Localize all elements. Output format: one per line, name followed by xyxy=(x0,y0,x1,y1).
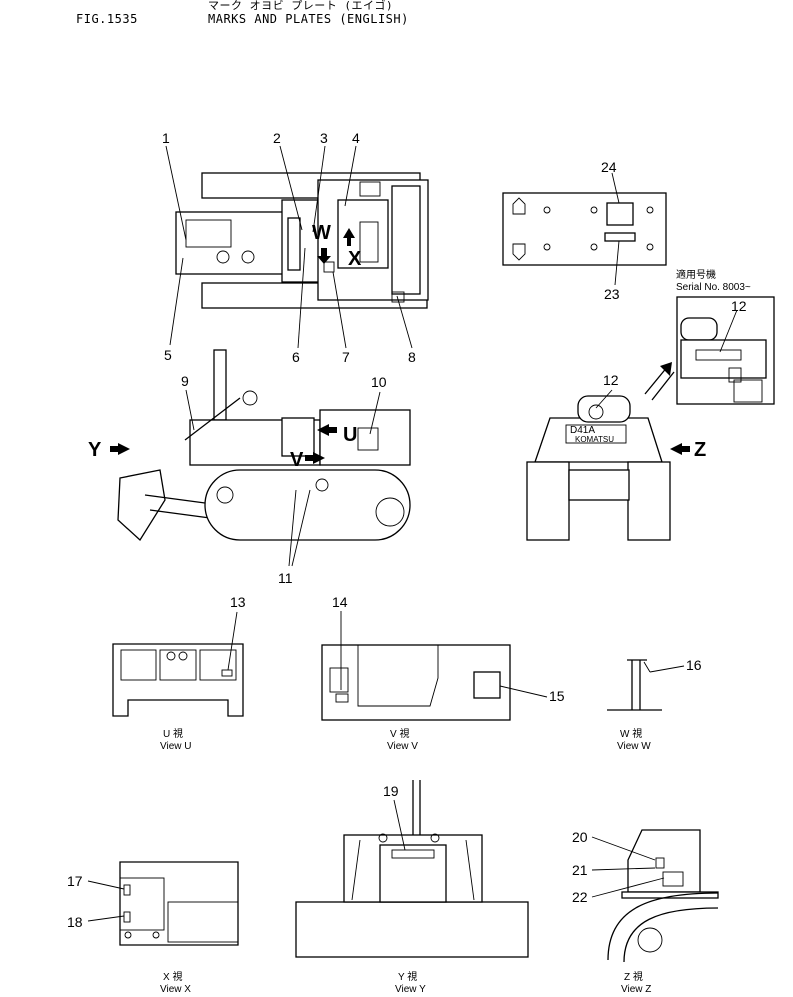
top-view-drawing: W X xyxy=(175,172,429,309)
title-english: MARKS AND PLATES (ENGLISH) xyxy=(208,12,409,26)
view-marker-w: W xyxy=(312,222,331,244)
view-y-drawing xyxy=(295,780,529,958)
caption-y-en: View Y xyxy=(395,984,426,995)
caption-w-en: View W xyxy=(617,741,651,752)
view-marker-u: U xyxy=(343,424,357,446)
caption-z-en: View Z xyxy=(621,984,651,995)
view-x-drawing xyxy=(119,861,239,946)
view-marker-z: Z xyxy=(694,439,706,461)
view-v-drawing xyxy=(321,644,511,721)
callout-22: 22 xyxy=(572,889,588,905)
callout-5: 5 xyxy=(164,347,172,363)
caption-x-en: View X xyxy=(160,984,191,995)
callout-21: 21 xyxy=(572,862,588,878)
view-marker-x: X xyxy=(348,248,362,270)
callout-15: 15 xyxy=(549,688,565,704)
caption-v-jp: V 視 xyxy=(390,727,409,740)
plate-brand-text: KOMATSU xyxy=(575,435,614,444)
view-marker-y: Y xyxy=(88,439,102,461)
view-captions: U 視 View U V 視 View V W 視 View W X 視 Vie… xyxy=(160,727,651,995)
callout-20: 20 xyxy=(572,829,588,845)
caption-x-jp: X 視 xyxy=(163,970,182,983)
view-marker-v: V xyxy=(290,449,304,471)
callout-10: 10 xyxy=(371,374,387,390)
callout-2: 2 xyxy=(273,130,281,146)
callout-6: 6 xyxy=(292,349,300,365)
callout-24: 24 xyxy=(601,159,617,175)
callout-7: 7 xyxy=(342,349,350,365)
callout-13: 13 xyxy=(230,594,246,610)
callout-4: 4 xyxy=(352,130,360,146)
view-u-drawing xyxy=(112,643,244,717)
title-japanese: マーク オヨビ プレート (エイゴ) xyxy=(208,0,394,12)
callout-18: 18 xyxy=(67,914,83,930)
caption-z-jp: Z 視 xyxy=(624,970,643,983)
serial-note-en: Serial No. 8003~ xyxy=(676,282,751,293)
caption-u-en: View U xyxy=(160,741,192,752)
zoom-inset-drawing: 適用号機 Serial No. 8003~ xyxy=(676,268,775,405)
callout-numbers: 1 2 3 4 5 6 7 8 9 10 11 12 12 13 14 15 1… xyxy=(67,130,747,930)
callout-23: 23 xyxy=(604,286,620,302)
side-view-drawing: U V Y xyxy=(88,349,411,542)
plate-detail-drawing xyxy=(502,192,667,266)
callout-1: 1 xyxy=(162,130,170,146)
view-w-drawing xyxy=(607,659,662,711)
callout-14: 14 xyxy=(332,594,348,610)
callout-19: 19 xyxy=(383,783,399,799)
callout-9: 9 xyxy=(181,373,189,389)
callout-16: 16 xyxy=(686,657,702,673)
serial-note-jp: 適用号機 xyxy=(676,268,716,281)
leader-lines xyxy=(87,145,738,922)
callout-17: 17 xyxy=(67,873,83,889)
callout-12-rear: 12 xyxy=(603,372,619,388)
caption-u-jp: U 視 xyxy=(163,727,183,740)
caption-w-jp: W 視 xyxy=(620,727,642,740)
callout-8: 8 xyxy=(408,349,416,365)
caption-v-en: View V xyxy=(387,741,418,752)
caption-y-jp: Y 視 xyxy=(398,970,417,983)
callout-12-inset: 12 xyxy=(731,298,747,314)
figure-number: FIG.1535 xyxy=(76,12,138,26)
callout-11: 11 xyxy=(278,570,293,586)
view-z-drawing xyxy=(607,829,719,963)
plate-badge-text: D41A xyxy=(570,425,595,436)
callout-3: 3 xyxy=(320,130,328,146)
rear-view-drawing: D41A KOMATSU Z xyxy=(526,362,706,541)
